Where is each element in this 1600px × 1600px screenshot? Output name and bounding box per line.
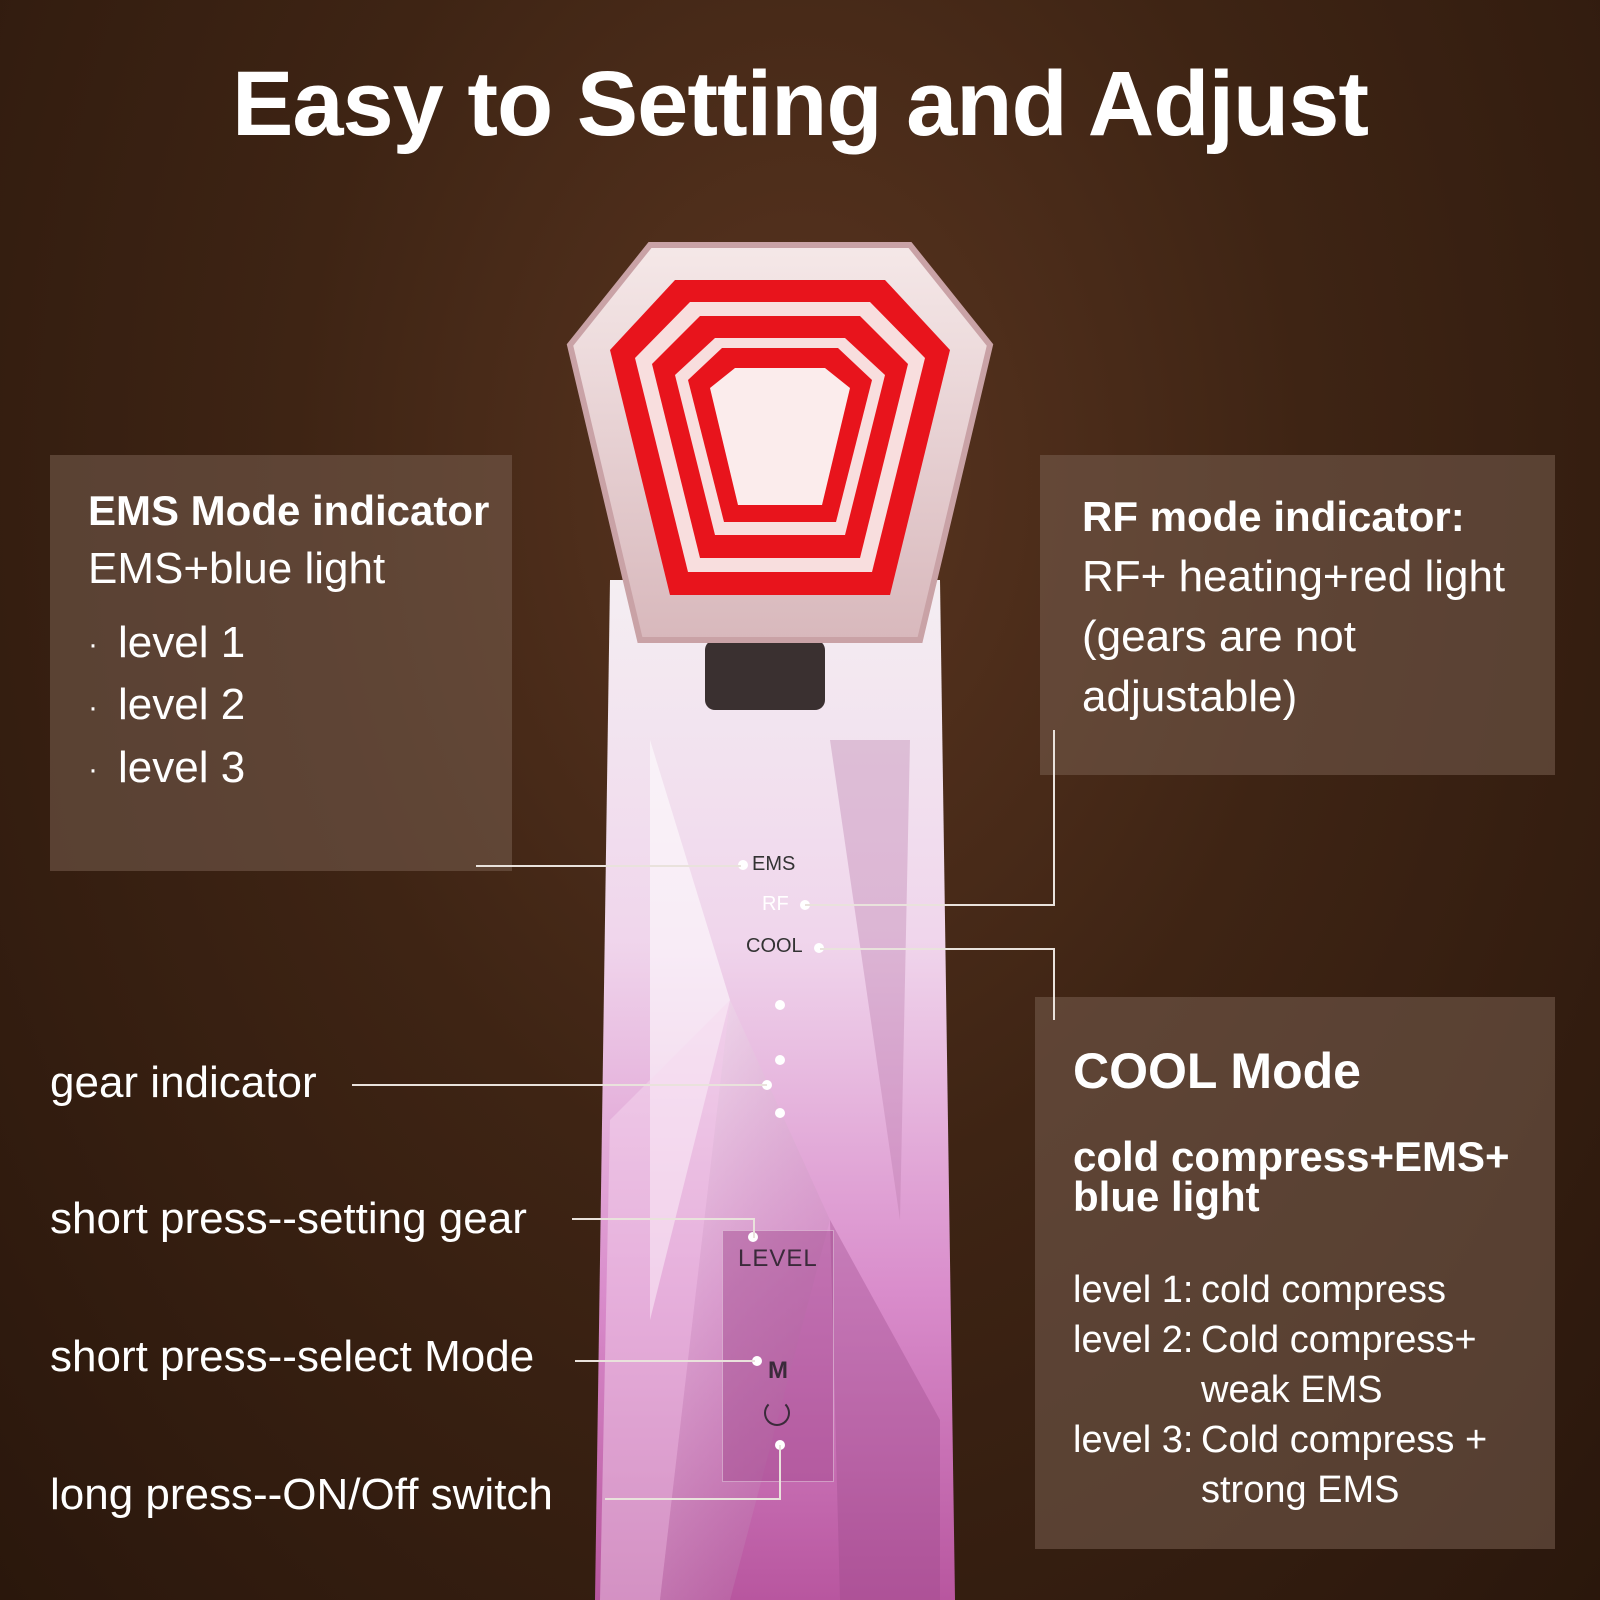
rf-panel-body: RF+ heating+red light (gears are not adj… xyxy=(1082,552,1506,721)
cool-leader-line xyxy=(1053,948,1055,1020)
list-item: ·level 3 xyxy=(88,738,245,800)
list-item: level 2:Cold compress+ weak EMS xyxy=(1073,1319,1477,1411)
cool-mode-panel: COOL Mode cold compress+EMS+ blue light … xyxy=(1035,997,1555,1549)
page-title: Easy to Setting and Adjust xyxy=(231,53,1369,155)
rf-leader-line xyxy=(1053,730,1055,906)
power-icon[interactable] xyxy=(764,1400,790,1426)
select-mode-leader-line xyxy=(575,1360,755,1362)
gear-indicator-light xyxy=(762,1080,772,1090)
gear-leader-line xyxy=(352,1084,767,1086)
mode-button-pin xyxy=(752,1356,762,1366)
ems-level-list: ·level 1 ·level 2 ·level 3 xyxy=(88,613,245,800)
setting-gear-leader-line xyxy=(753,1218,755,1238)
gear-indicator-light xyxy=(775,1108,785,1118)
bullet-icon: · xyxy=(88,628,98,662)
cool-level-list: level 1:cold compress level 2:Cold compr… xyxy=(1073,1265,1543,1515)
gear-indicator-light xyxy=(775,1000,785,1010)
ems-panel-heading: EMS Mode indicator xyxy=(88,487,490,534)
cool-panel-heading: COOL Mode xyxy=(1073,1043,1361,1099)
rf-leader-line xyxy=(805,904,1055,906)
cool-leader-line xyxy=(820,948,1055,950)
select-mode-label: short press--select Mode xyxy=(50,1332,535,1381)
ems-indicator-label: EMS xyxy=(752,853,796,875)
rf-mode-panel: RF mode indicator: RF+ heating+red light… xyxy=(1040,455,1555,775)
list-item: ·level 2 xyxy=(88,675,245,737)
cool-panel-subtitle: cold compress+EMS+ blue light xyxy=(1073,1133,1510,1220)
ems-panel-subtitle: EMS+blue light xyxy=(88,544,386,593)
list-item: level 1:cold compress xyxy=(1073,1269,1446,1311)
list-item: ·level 1 xyxy=(88,613,245,675)
gear-indicator-label: gear indicator xyxy=(50,1058,317,1107)
level-button[interactable]: LEVEL xyxy=(738,1245,818,1272)
on-off-label: long press--ON/Off switch xyxy=(50,1470,553,1519)
setting-gear-label: short press--setting gear xyxy=(50,1194,527,1243)
on-off-leader-line xyxy=(779,1445,781,1500)
rf-panel-heading: RF mode indicator: xyxy=(1082,493,1465,540)
rf-indicator-label: RF xyxy=(762,893,789,915)
cool-indicator-light xyxy=(814,943,824,953)
ems-indicator-light xyxy=(738,860,748,870)
cool-indicator-label: COOL xyxy=(746,935,803,957)
on-off-leader-line xyxy=(605,1498,781,1500)
mode-button[interactable]: M xyxy=(768,1357,788,1384)
bullet-icon: · xyxy=(88,753,98,787)
setting-gear-leader-line xyxy=(572,1218,754,1220)
gear-indicator-light xyxy=(775,1055,785,1065)
bullet-icon: · xyxy=(88,690,98,724)
beauty-device-illustration xyxy=(566,242,994,1600)
ems-mode-panel: EMS Mode indicator EMS+blue light ·level… xyxy=(50,455,512,871)
ems-leader-line xyxy=(476,865,741,867)
list-item: level 3:Cold compress + strong EMS xyxy=(1073,1419,1488,1511)
